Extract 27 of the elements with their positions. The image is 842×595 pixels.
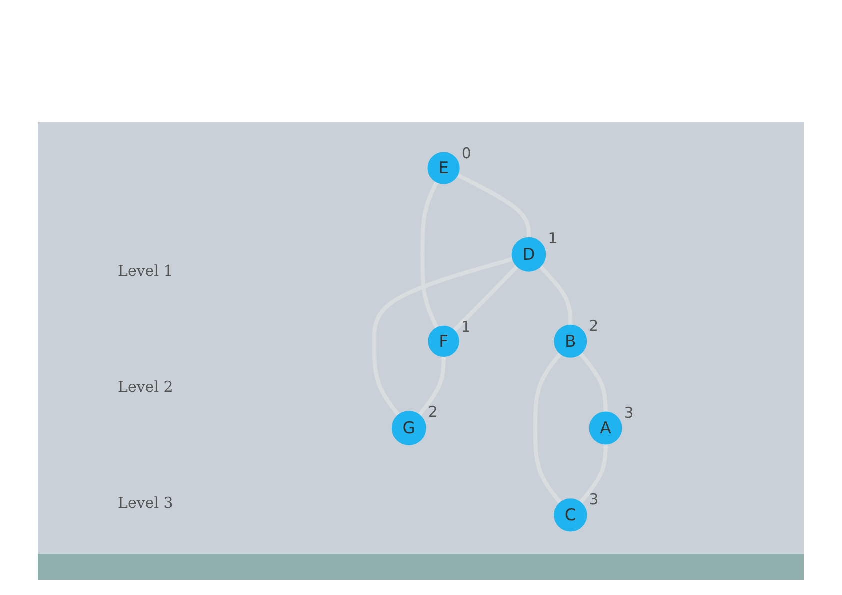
connector: [372, 257, 514, 417]
connector: [579, 352, 608, 412]
node-circle: [554, 498, 588, 532]
distance-label: 1: [548, 230, 558, 248]
node-circle: [428, 326, 460, 357]
distance-label: 2: [589, 317, 599, 336]
connector: [456, 173, 532, 238]
node-circle: [512, 237, 546, 272]
level-label: Level 2: [118, 378, 174, 396]
connector: [533, 352, 562, 504]
distance-label: 3: [624, 404, 634, 422]
connector: [538, 265, 573, 326]
node-circle: [392, 411, 426, 446]
level-label: Level 3: [118, 494, 174, 512]
connector: [420, 181, 440, 329]
slide-panel: Level 1 Level 2 Level 3 E D F B G A C 0 1 1 2 2 3 3: [38, 122, 804, 554]
node-circle: [428, 152, 460, 184]
distance-label: 2: [428, 403, 438, 422]
connector: [418, 356, 446, 417]
distance-label: 1: [461, 318, 471, 336]
level-label: Level 1: [118, 262, 174, 280]
node-circle: [554, 324, 588, 358]
distance-label: 0: [462, 144, 472, 162]
connector: [579, 444, 608, 504]
distance-label: 3: [589, 490, 599, 509]
node-circle: [589, 412, 622, 445]
connector: [452, 265, 519, 332]
